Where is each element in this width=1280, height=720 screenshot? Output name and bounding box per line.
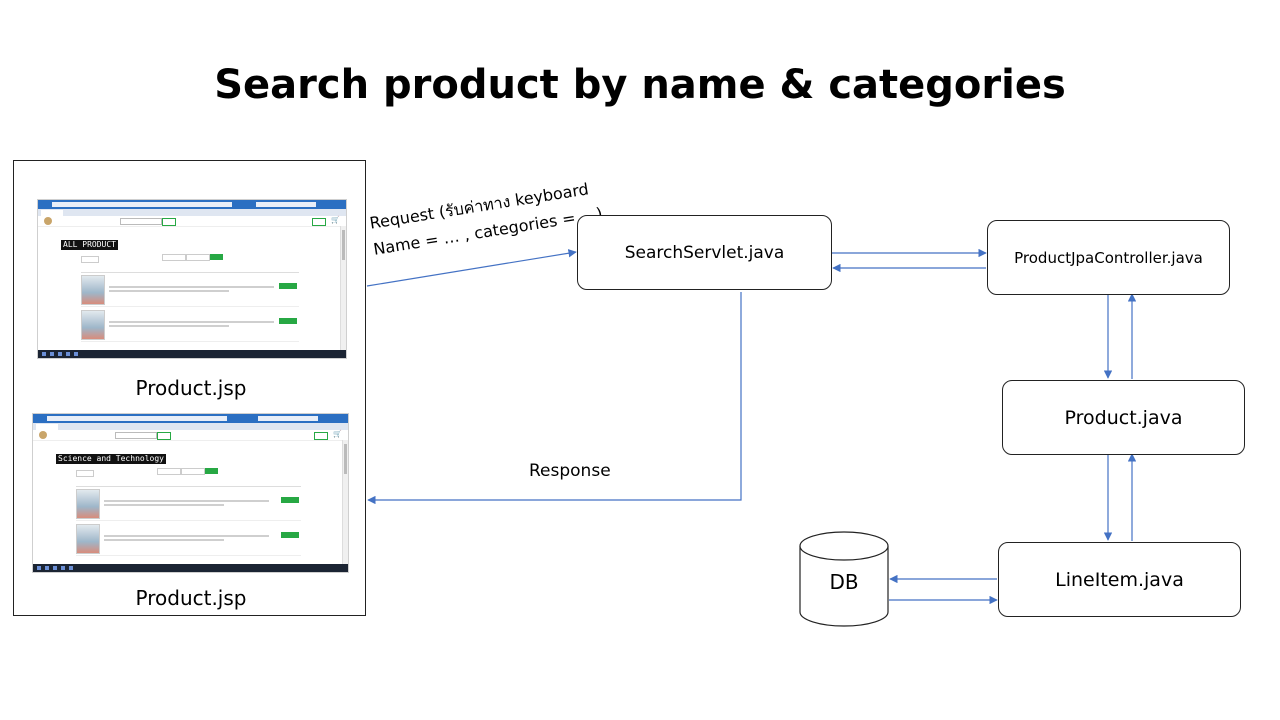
product-row <box>76 486 301 521</box>
logo-icon <box>44 217 52 225</box>
product-box: Product.java <box>1002 380 1245 455</box>
product-jpa-controller-label: ProductJpaController.java <box>1014 248 1203 267</box>
filter-search-button <box>205 468 218 474</box>
request-arrow <box>366 249 577 287</box>
product-jpa-controller-box: ProductJpaController.java <box>987 220 1230 295</box>
page-heading: Science and Technology <box>56 454 166 464</box>
table-header <box>81 266 299 273</box>
nav-search-input <box>115 432 157 439</box>
db-label: DB <box>829 570 859 594</box>
filter-show-select <box>81 256 99 263</box>
response-label: Response <box>529 461 611 481</box>
screenshot-caption: Product.jsp <box>135 586 247 610</box>
nav-search-input <box>120 218 162 225</box>
book-cover-image <box>76 524 100 554</box>
cart-icon: 🛒 <box>333 431 342 438</box>
scrollbar <box>340 226 346 350</box>
add-to-cart-button <box>279 283 297 289</box>
login-button <box>314 432 328 440</box>
max-price-input <box>186 254 210 261</box>
product-row <box>76 521 301 556</box>
search-servlet-box: SearchServlet.java <box>577 215 832 290</box>
min-price-input <box>162 254 186 261</box>
table-header <box>76 480 301 487</box>
product-row <box>81 307 299 342</box>
search-servlet-label: SearchServlet.java <box>624 242 785 263</box>
book-cover-image <box>81 310 105 340</box>
os-taskbar <box>38 350 346 358</box>
screenshot-all-product: 🛒 ALL PRODUCT <box>37 199 347 359</box>
cart-icon: 🛒 <box>331 217 340 224</box>
browser-chrome <box>33 414 348 423</box>
add-to-cart-button <box>279 318 297 324</box>
min-price-input <box>157 468 181 475</box>
page-heading: ALL PRODUCT <box>61 240 118 250</box>
add-to-cart-button <box>281 497 299 503</box>
jsp-pages-frame: 🛒 ALL PRODUCT Product.jsp <box>13 160 366 616</box>
nav-search-button <box>157 432 171 440</box>
site-navbar: 🛒 <box>38 216 346 227</box>
lineitem-box: LineItem.java <box>998 542 1241 617</box>
logo-icon <box>39 431 47 439</box>
site-navbar: 🛒 <box>33 430 348 441</box>
nav-search-button <box>162 218 176 226</box>
browser-tabbar <box>38 209 346 216</box>
diagram-title: Search product by name & categories <box>214 62 1066 108</box>
lineitem-label: LineItem.java <box>1055 568 1184 591</box>
add-to-cart-button <box>281 532 299 538</box>
browser-tabbar <box>33 423 348 430</box>
browser-chrome <box>38 200 346 209</box>
filter-show-select <box>76 470 94 477</box>
book-cover-image <box>76 489 100 519</box>
scrollbar <box>342 440 348 564</box>
os-taskbar <box>33 564 348 572</box>
filter-search-button <box>210 254 223 260</box>
product-row <box>81 272 299 307</box>
screenshot-caption: Product.jsp <box>135 376 247 400</box>
screenshot-science-technology: 🛒 Science and Technology <box>32 413 349 573</box>
book-cover-image <box>81 275 105 305</box>
max-price-input <box>181 468 205 475</box>
product-label: Product.java <box>1064 406 1183 429</box>
login-button <box>312 218 326 226</box>
